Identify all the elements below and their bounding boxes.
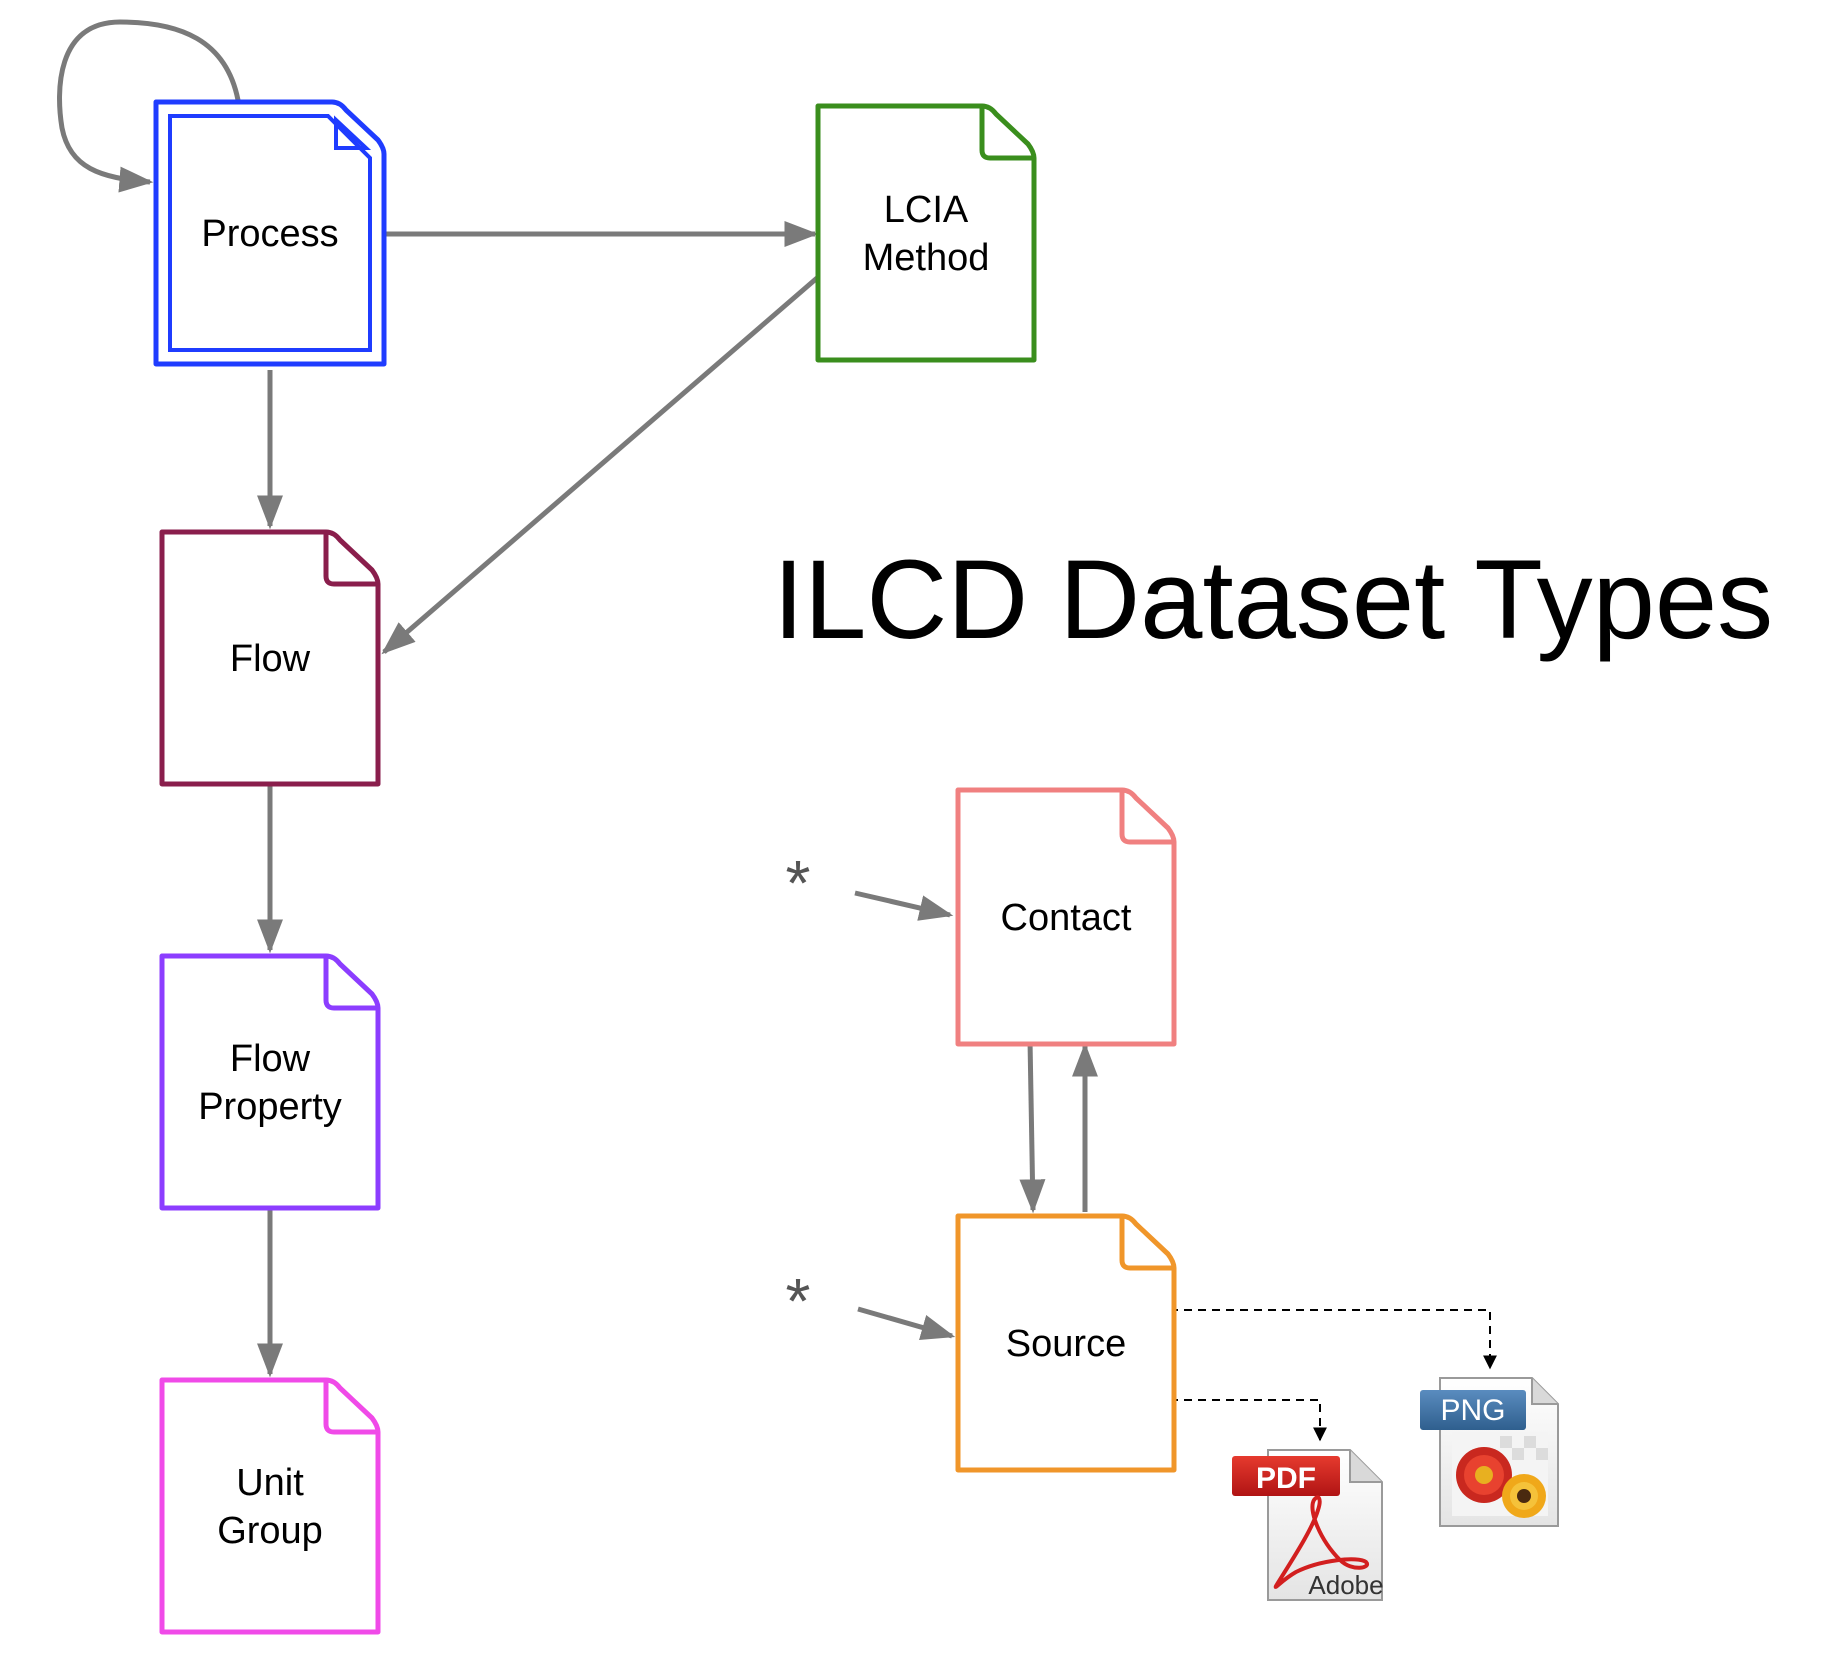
node-flowprop-shape xyxy=(159,953,381,1211)
edge-contact-to-source xyxy=(1019,1039,1046,1214)
node-unitgroup-fold xyxy=(323,1380,378,1435)
node-unitgroup-label: Unit xyxy=(236,1462,304,1504)
node-flow-fold xyxy=(323,532,378,587)
edge-source-to-png xyxy=(1170,1309,1497,1370)
node-process-inner-border xyxy=(168,114,372,352)
node-contact-label: Contact xyxy=(1001,897,1132,939)
node-lcia-label: Method xyxy=(863,237,990,279)
node-process-shape xyxy=(153,99,387,367)
node-flowprop-fold xyxy=(323,956,378,1011)
diagram-title: ILCD Dataset Types xyxy=(773,537,1773,662)
node-flowprop-label: Property xyxy=(198,1086,342,1128)
acrobat-logo-icon xyxy=(1273,1495,1370,1589)
node-source: Source xyxy=(955,1213,1177,1473)
node-flowprop-label: Flow xyxy=(230,1038,311,1080)
edge-wildcard-to-contact xyxy=(854,890,954,921)
node-lcia-fold xyxy=(979,106,1034,161)
node-process-fold-icon xyxy=(334,115,372,150)
node-contact: Contact xyxy=(955,787,1177,1047)
png-file-icon: PNG xyxy=(1420,1377,1559,1527)
edges-layer xyxy=(57,19,1497,1442)
edge-process-self-loop xyxy=(57,19,241,193)
node-lcia-label: LCIA xyxy=(884,189,969,231)
node-lcia: LCIA Method xyxy=(815,103,1037,363)
node-unitgroup-shape xyxy=(159,1377,381,1635)
wildcard-source-label: * xyxy=(786,1265,811,1337)
edge-source-to-pdf xyxy=(1170,1399,1327,1442)
node-source-fold xyxy=(1119,1216,1174,1271)
wildcard-contact-label: * xyxy=(786,847,811,919)
nodes-layer: ProcessLCIAMethodFlowFlowPropertyUnitGro… xyxy=(153,99,1177,1635)
pdf-file-icon: PDF Adobe xyxy=(1232,1449,1384,1601)
node-flow: Flow xyxy=(159,529,381,787)
node-process: Process xyxy=(153,99,387,367)
png-badge-label: PNG xyxy=(1440,1394,1505,1427)
node-process-label: Process xyxy=(201,213,338,255)
node-flow-label: Flow xyxy=(230,638,311,680)
flower-red-icon xyxy=(1456,1447,1512,1503)
node-lcia-shape xyxy=(815,103,1037,363)
edge-wildcard-to-source xyxy=(857,1306,956,1341)
pdf-badge-label: PDF xyxy=(1256,1462,1316,1495)
edge-lcia-to-flow xyxy=(381,276,819,655)
pdf-badge xyxy=(1232,1456,1340,1496)
node-source-label: Source xyxy=(1006,1323,1126,1365)
node-unitgroup-label: Group xyxy=(217,1510,323,1552)
pdf-brand-label: Adobe xyxy=(1308,1570,1383,1600)
node-contact-fold xyxy=(1119,790,1174,845)
flower-yellow-icon xyxy=(1502,1474,1546,1518)
png-badge xyxy=(1420,1390,1526,1430)
